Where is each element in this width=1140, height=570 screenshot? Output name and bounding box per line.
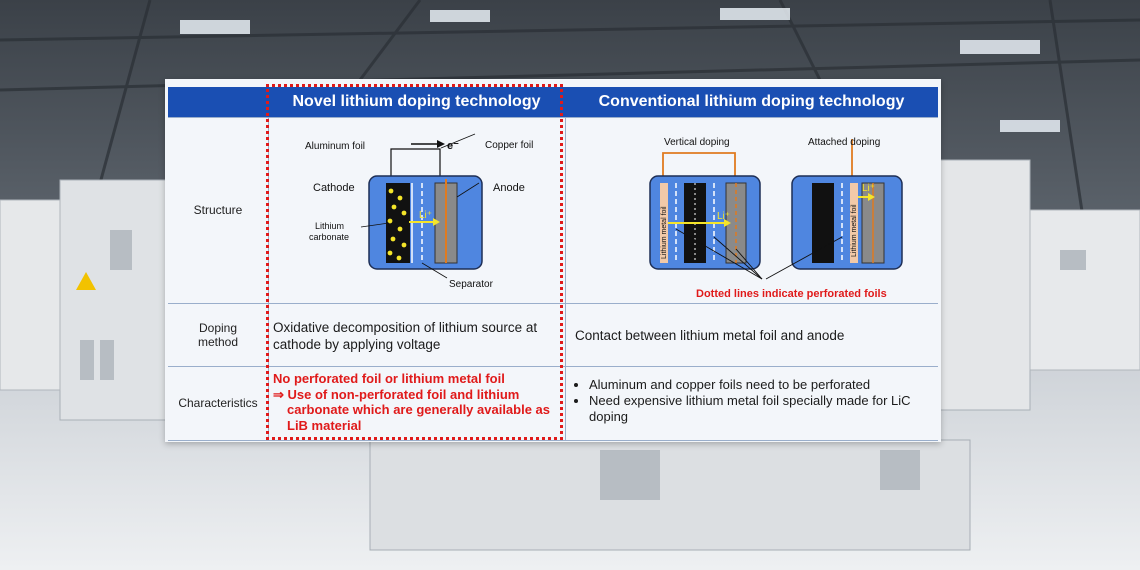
- grid-line: [168, 303, 938, 304]
- li-ion-arrowhead: [433, 218, 440, 226]
- row-label-structure: Structure: [193, 203, 243, 217]
- pointer-line: [421, 262, 448, 279]
- novel-char-line1: No perforated foil or lithium metal foil: [273, 371, 505, 386]
- attached-doping-label: Attached doping: [808, 137, 880, 148]
- copper-foil-label: Copper foil: [485, 140, 533, 151]
- cathode-label: Cathode: [313, 182, 355, 194]
- lithium-metal-foil: [660, 183, 668, 263]
- electron-arrowhead: [437, 140, 445, 148]
- novel-char-line2: ⇒ Use of non-perforated foil and lithium…: [273, 386, 551, 433]
- novel-characteristics: No perforated foil or lithium metal foil…: [273, 371, 563, 433]
- separator-label: Separator: [449, 279, 494, 290]
- lithium-carbonate-label-1: Lithium: [315, 221, 344, 231]
- li-ion-label: Li⁺: [717, 211, 730, 222]
- novel-structure-diagram: Aluminum foil e⁻ Copper foil Cathode Ano…: [305, 133, 533, 290]
- conventional-structure-diagram: Li⁺ Lithium metal foil Li⁺ Lithium metal…: [649, 137, 903, 300]
- row-label-doping-method: Doping method: [197, 320, 239, 349]
- li-ion-arrowhead: [868, 193, 875, 201]
- aluminum-foil-label: Aluminum foil: [305, 141, 365, 152]
- conventional-char-list: Aluminum and copper foils need to be per…: [575, 377, 935, 425]
- li-ion-arrowhead: [724, 219, 731, 227]
- list-item: Need expensive lithium metal foil specia…: [589, 393, 935, 425]
- header-conventional-technology: Conventional lithium doping technology: [565, 87, 938, 117]
- conventional-characteristics: Aluminum and copper foils need to be per…: [575, 377, 935, 425]
- pointer-line: [440, 133, 476, 149]
- li-ion-label: Li⁺: [862, 183, 875, 194]
- cathode-layer: [812, 183, 834, 263]
- li-ion-label: Li⁺: [419, 210, 432, 221]
- lithium-metal-foil-label: Lithium metal foil: [661, 206, 668, 259]
- grid-line: [168, 440, 938, 441]
- anode-label: Anode: [493, 182, 525, 194]
- header-novel-technology: Novel lithium doping technology: [268, 87, 565, 117]
- lithium-carbonate-label-2: carbonate: [309, 232, 349, 242]
- lithium-metal-foil: [850, 183, 858, 263]
- electron-label: e⁻: [447, 140, 459, 152]
- grid-line: [565, 117, 566, 440]
- vertical-doping-label: Vertical doping: [664, 137, 730, 148]
- pointer-line: [456, 182, 480, 198]
- header-corner: [168, 87, 268, 117]
- perforated-foils-note: Dotted lines indicate perforated foils: [696, 288, 887, 300]
- lithium-metal-foil-label: Lithium metal foil: [851, 204, 858, 257]
- grid-line: [168, 366, 938, 367]
- note-pointer-lines: [675, 228, 843, 280]
- list-item: Aluminum and copper foils need to be per…: [589, 377, 935, 393]
- pointer-line: [360, 222, 390, 228]
- grid-line: [168, 117, 938, 118]
- lithium-carbonate-dots: [387, 188, 407, 261]
- comparison-table: Novel lithium doping technology Conventi…: [165, 79, 941, 442]
- row-label-characteristics: Characteristics: [178, 396, 258, 410]
- conventional-doping-method: Contact between lithium metal foil and a…: [575, 328, 845, 343]
- novel-doping-method: Oxidative decomposition of lithium sourc…: [273, 320, 538, 352]
- circuit-wire: [390, 148, 441, 194]
